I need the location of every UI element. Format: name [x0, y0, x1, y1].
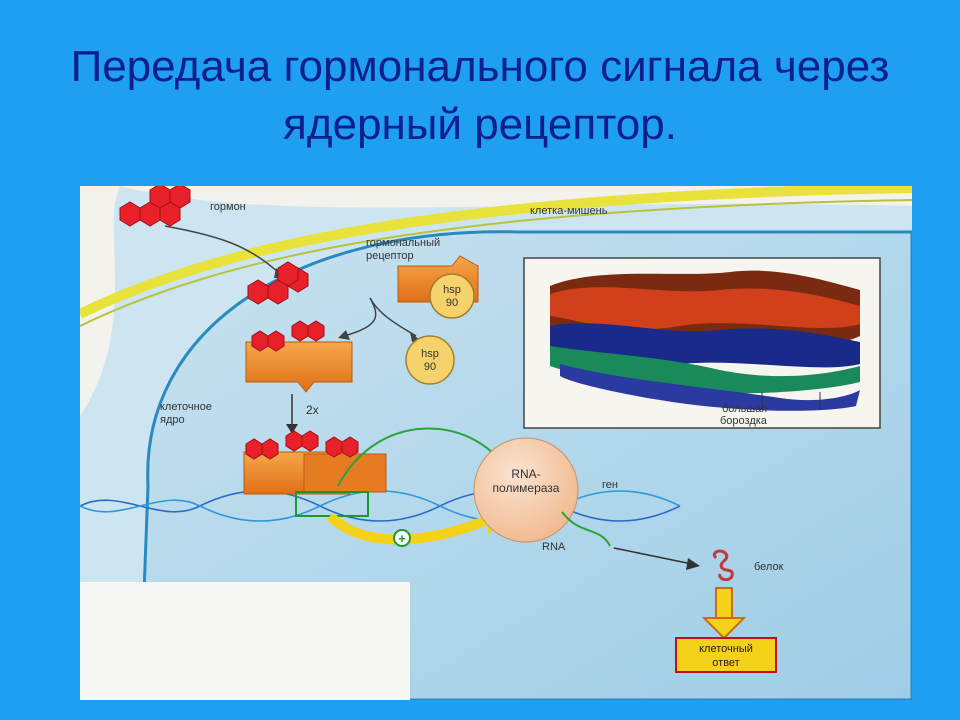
label-hsp-free-num: 90 — [424, 361, 436, 373]
hormone-on-dimer — [245, 430, 359, 460]
diagram-svg: гормон клетка-мишень гормональный рецепт… — [80, 186, 912, 700]
label-groove-1: большая — [722, 403, 767, 415]
label-groove-2: бороздка — [720, 415, 768, 427]
diagram-figure: гормон клетка-мишень гормональный рецепт… — [80, 186, 912, 700]
title-line-1: Передача гормонального сигнала через — [70, 42, 890, 91]
label-plus: + — [398, 531, 406, 546]
hsp90-free — [405, 335, 455, 385]
label-response-1: клеточный — [699, 643, 753, 655]
label-nucleus-1: клеточное — [160, 401, 212, 413]
hormone-molecule — [119, 186, 191, 227]
label-rna-pol-1: RNA- — [511, 467, 540, 481]
label-rna: RNA — [542, 541, 566, 553]
plus-icon — [393, 529, 411, 547]
label-protein: белок — [754, 561, 784, 573]
cell-membrane — [80, 186, 912, 319]
cell-response-box — [675, 637, 777, 673]
hsp90-bound — [429, 273, 475, 319]
molecule-model — [550, 270, 860, 411]
label-target-cell: клетка-мишень — [530, 205, 608, 217]
cell-membrane-inner — [80, 199, 912, 327]
title-line-2: ядерный рецептор. — [283, 100, 677, 149]
rna-polymerase — [473, 437, 579, 543]
label-gene: ген — [602, 479, 618, 491]
masked-area — [80, 582, 410, 700]
arrow-hormone-entry — [164, 225, 281, 275]
rna-strand — [561, 511, 611, 547]
slide-title: Передача гормонального сигнала через яде… — [0, 38, 960, 154]
label-hsp-bound: hsp — [443, 284, 461, 296]
label-hsp-bound-num: 90 — [446, 297, 458, 309]
label-hsp-free: hsp — [421, 348, 439, 360]
label-dimer: 2x — [306, 403, 319, 417]
arrow-response-shaft — [715, 587, 733, 621]
protein-icon — [712, 549, 734, 582]
hormone-inside — [247, 261, 309, 305]
arrow-to-protein-head — [686, 558, 700, 570]
receptor-active — [245, 341, 353, 393]
arrow-to-hsp — [369, 297, 417, 337]
arrow-to-protein — [613, 547, 693, 565]
label-nucleus-2: ядро — [160, 414, 185, 426]
arrow-response-head — [701, 617, 747, 640]
hormone-on-receptor — [251, 320, 325, 352]
label-receptor-2: рецептор — [366, 250, 414, 262]
label-hormone: гормон — [210, 201, 246, 213]
label-response-2: ответ — [712, 657, 739, 669]
arrow-to-active-head — [338, 330, 350, 340]
label-receptor-1: гормональный — [366, 237, 440, 249]
label-rna-pol-2: полимераза — [493, 481, 560, 495]
arrow-dimer-head — [286, 424, 298, 434]
